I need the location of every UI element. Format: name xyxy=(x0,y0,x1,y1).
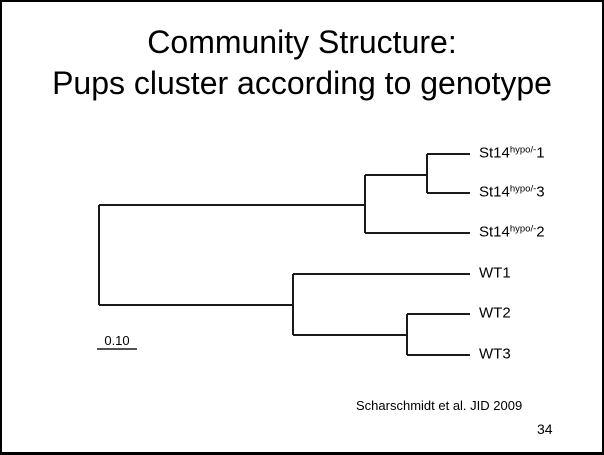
leaf-label: WT3 xyxy=(479,345,511,363)
slide-title-line2: Pups cluster according to genotype xyxy=(52,65,552,101)
leaf-label: St14hypo/-3 xyxy=(479,183,545,201)
leaf-label: WT2 xyxy=(479,304,511,322)
scale-bar-label: 0.10 xyxy=(104,333,130,348)
citation: Scharschmidt et al. JID 2009 xyxy=(356,398,523,413)
page-number: 34 xyxy=(537,421,553,437)
slide-title: Community Structure: Pups cluster accord… xyxy=(2,22,602,104)
slide-title-line1: Community Structure: xyxy=(147,24,457,60)
leaf-label: St14hypo/-2 xyxy=(479,223,545,241)
leaf-label: WT1 xyxy=(479,264,511,282)
leaf-label: St14hypo/-1 xyxy=(479,144,545,162)
